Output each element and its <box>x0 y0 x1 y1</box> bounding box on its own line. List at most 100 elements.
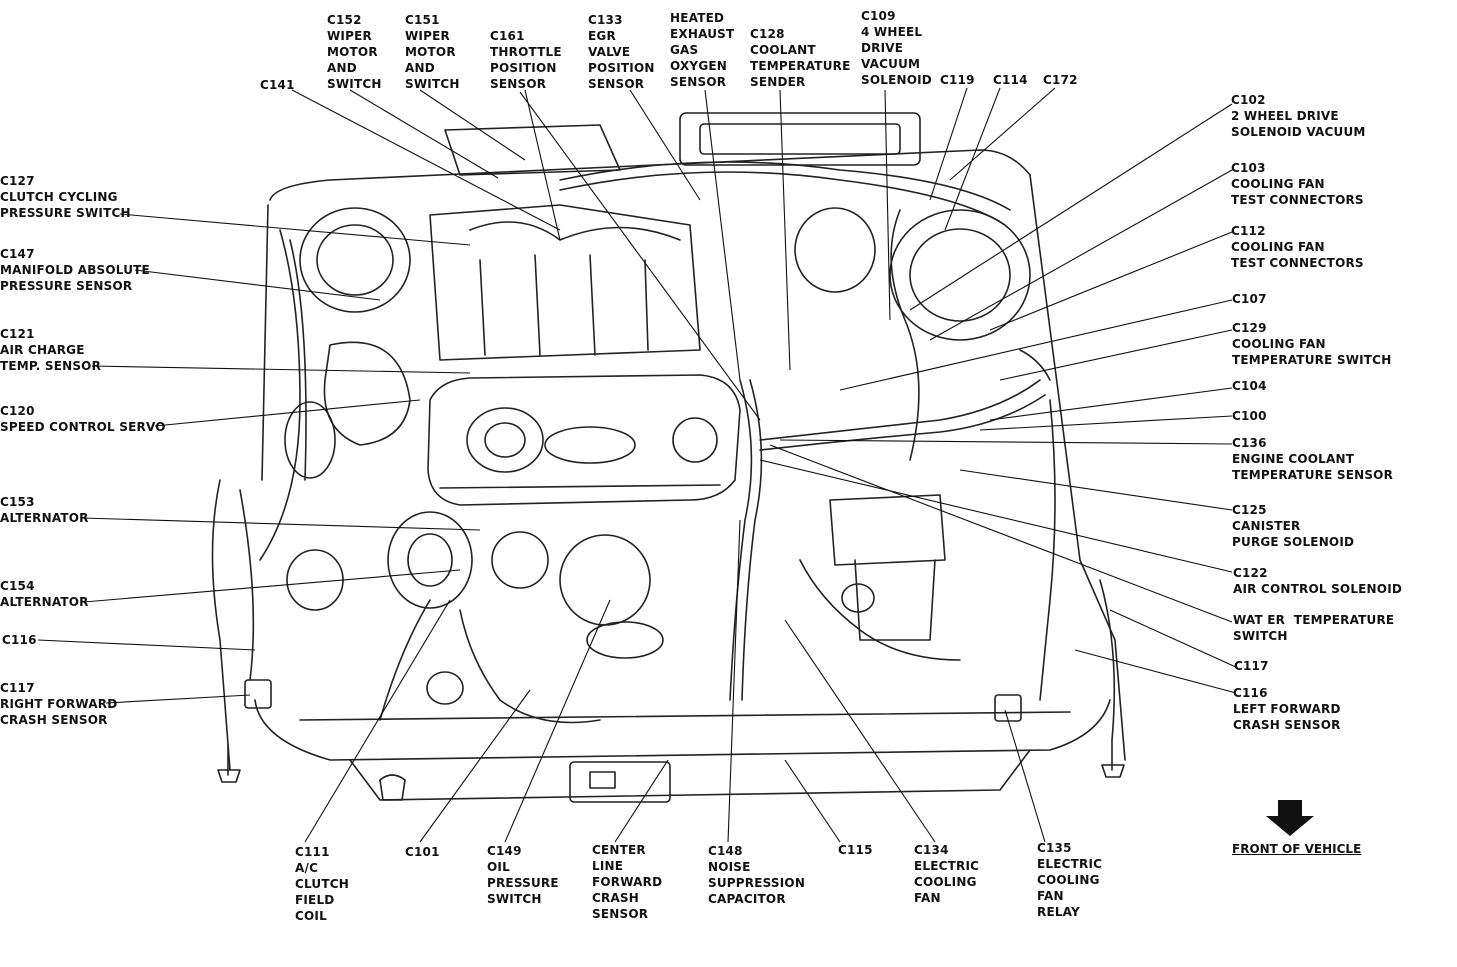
label-line: SWITCH <box>405 77 460 91</box>
label-line: FORWARD <box>592 875 663 889</box>
label-line: VACUUM <box>861 57 921 71</box>
label-line: COIL <box>295 909 327 923</box>
label-line: FIELD <box>295 893 335 907</box>
label-line: ELECTRIC <box>1037 857 1103 871</box>
label-line: C129 <box>1232 321 1267 335</box>
label-line: C149 <box>487 844 522 858</box>
label-line: AND <box>405 61 435 75</box>
label-line: SENDER <box>750 75 806 89</box>
label-line: PRESSURE SWITCH <box>0 206 131 220</box>
label-c104: C104 <box>1232 378 1267 394</box>
label-line: SENSOR <box>490 77 547 91</box>
label-line: C133 <box>588 13 623 27</box>
label-line: C100 <box>1232 409 1267 423</box>
label-line: WIPER <box>405 29 450 43</box>
leader-lines <box>37 87 1239 843</box>
label-c117-right: C117 <box>1234 658 1269 674</box>
label-line: OIL <box>487 860 510 874</box>
label-line: C120 <box>0 404 35 418</box>
label-line: CRASH SENSOR <box>1233 718 1341 732</box>
label-line: WIPER <box>327 29 372 43</box>
label-line: ALTERNATOR <box>0 595 89 609</box>
label-line: SWITCH <box>487 892 542 906</box>
label-line: COOLING FAN <box>1231 177 1325 191</box>
label-line: SENSOR <box>588 77 645 91</box>
label-c119: C119 <box>940 72 975 88</box>
label-line: 2 WHEEL DRIVE <box>1231 109 1339 123</box>
label-line: C103 <box>1231 161 1266 175</box>
label-line: C116 <box>1233 686 1268 700</box>
label-line: C116 <box>2 633 37 647</box>
label-line: C136 <box>1232 436 1267 450</box>
label-line: C135 <box>1037 841 1072 855</box>
label-line: C111 <box>295 845 330 859</box>
label-line: C101 <box>405 845 440 859</box>
label-line: C161 <box>490 29 525 43</box>
label-line: PURGE SOLENOID <box>1232 535 1355 549</box>
label-line: TEMPERATURE SENSOR <box>1232 468 1394 482</box>
label-line: DRIVE <box>861 41 904 55</box>
label-line: AND <box>327 61 357 75</box>
label-line: C154 <box>0 579 35 593</box>
label-line: MANIFOLD ABSOLUTE <box>0 263 150 277</box>
label-line: SOLENOID VACUUM <box>1231 125 1366 139</box>
label-line: C112 <box>1231 224 1266 238</box>
label-line: SOLENOID <box>861 73 932 87</box>
label-line: PRESSURE <box>487 876 559 890</box>
label-line: C117 <box>1234 659 1269 673</box>
label-line: SWITCH <box>327 77 382 91</box>
label-line: CENTER <box>592 843 646 857</box>
label-line: AIR CHARGE <box>0 343 85 357</box>
label-line: RELAY <box>1037 905 1080 919</box>
label-line: EGR <box>588 29 616 43</box>
label-c101: C101 <box>405 844 440 860</box>
label-line: GAS <box>670 43 699 57</box>
label-line: A/C <box>295 861 319 875</box>
label-line: C153 <box>0 495 35 509</box>
label-line: C104 <box>1232 379 1267 393</box>
label-line: TEMP. SENSOR <box>0 359 102 373</box>
label-line: TEST CONNECTORS <box>1231 256 1364 270</box>
label-c172: C172 <box>1043 72 1078 88</box>
label-line: PRESSURE SENSOR <box>0 279 133 293</box>
label-line: C127 <box>0 174 35 188</box>
label-line: CANISTER <box>1232 519 1301 533</box>
label-line: CLUTCH CYCLING <box>0 190 118 204</box>
label-line: C141 <box>260 78 295 92</box>
label-line: C152 <box>327 13 362 27</box>
label-line: CLUTCH <box>295 877 350 891</box>
label-line: NOISE <box>708 860 751 874</box>
label-line: C114 <box>993 73 1028 87</box>
label-line: SENSOR <box>592 907 649 921</box>
label-line: ELECTRIC <box>914 859 980 873</box>
label-line: CRASH SENSOR <box>0 713 108 727</box>
label-c116-left: C116 <box>2 632 37 648</box>
label-line: ALTERNATOR <box>0 511 89 525</box>
label-line: MOTOR <box>405 45 456 59</box>
